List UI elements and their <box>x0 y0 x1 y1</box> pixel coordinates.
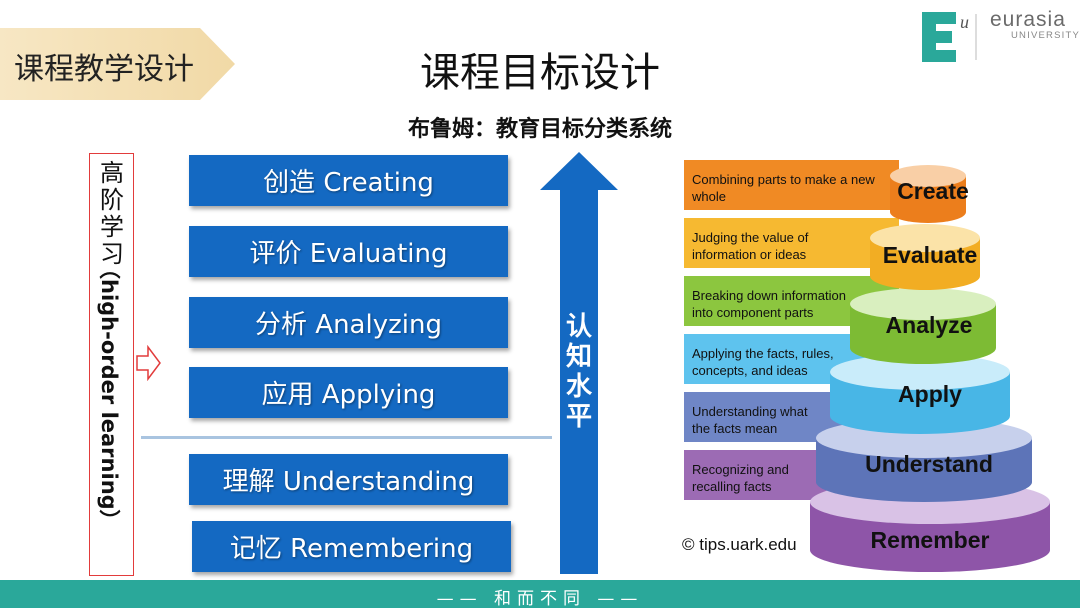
right-arrow-icon <box>136 345 162 381</box>
arrow-label: 认知水平 <box>562 312 596 432</box>
level-remembering: 记忆 Remembering <box>192 521 511 572</box>
svg-text:u: u <box>960 12 969 32</box>
level-creating: 创造 Creating <box>189 155 508 206</box>
tier-evaluate: Evaluate <box>870 242 990 269</box>
logo-subname: UNIVERSITY <box>1011 30 1080 41</box>
tier-create: Create <box>888 178 978 205</box>
footer-motto: —— 和而不同 —— <box>0 584 1080 609</box>
level-applying: 应用 Applying <box>189 367 508 418</box>
page-subtitle: 布鲁姆：教育目标分类系统 <box>300 111 780 143</box>
higher-order-cn: 高阶学习 <box>96 160 128 268</box>
image-credit: © tips.uark.edu <box>682 535 797 555</box>
logo-name: eurasia <box>990 8 1066 32</box>
section-tag: 课程教学设计 <box>14 44 194 88</box>
tier-apply: Apply <box>860 381 1000 408</box>
desc-analyze: Breaking down information into component… <box>684 282 864 332</box>
higher-order-en: （high-order learning） <box>100 258 124 568</box>
level-analyzing: 分析 Analyzing <box>189 297 508 348</box>
tier-understand: Understand <box>854 451 1004 478</box>
page-title: 课程目标设计 <box>300 40 780 98</box>
desc-remember: Recognizing and recalling facts <box>684 456 814 506</box>
tier-analyze: Analyze <box>864 312 994 339</box>
desc-evaluate: Judging the value of information or idea… <box>684 224 874 274</box>
desc-create: Combining parts to make a new whole <box>684 166 889 216</box>
divider-line <box>141 436 552 439</box>
tier-remember: Remember <box>850 527 1010 554</box>
level-evaluating: 评价 Evaluating <box>189 226 508 277</box>
desc-apply: Applying the facts, rules, concepts, and… <box>684 340 844 390</box>
desc-understand: Understanding what the facts mean <box>684 398 824 448</box>
level-understanding: 理解 Understanding <box>189 454 508 505</box>
eurasia-logo-icon: u <box>920 10 980 64</box>
